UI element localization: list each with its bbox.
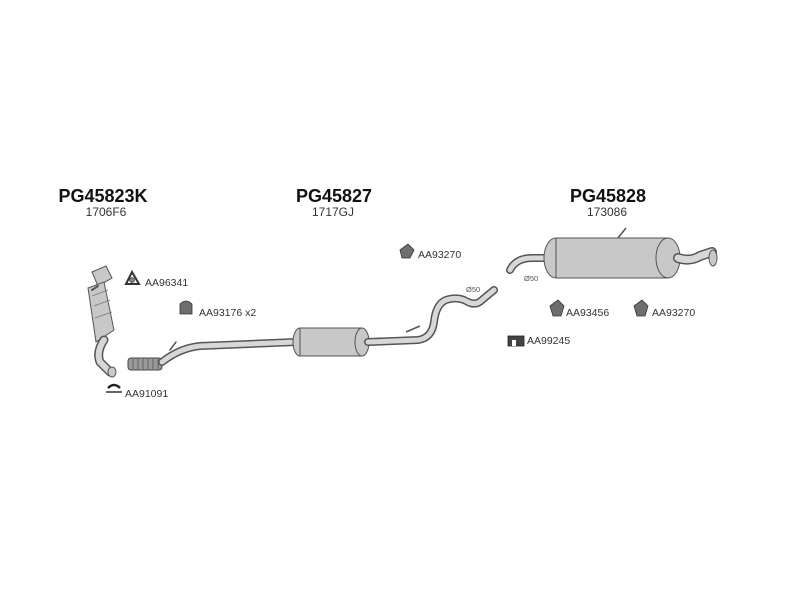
group-front-ref: 1706F6 (86, 205, 127, 219)
part-code-aa96341[interactable]: AA96341 (145, 277, 188, 289)
group-rear-ref: 173086 (587, 205, 627, 219)
bracket-icon (507, 335, 525, 347)
group-front-code: PG45823K (58, 186, 147, 206)
part-code-aa93176[interactable]: AA93176 x2 (199, 307, 256, 319)
clamp-icon (106, 383, 122, 393)
rubber-hanger-icon (633, 299, 649, 317)
bolt-kit-icon (179, 300, 193, 315)
group-middle-ref: 1717GJ (312, 205, 354, 219)
part-code-aa93270-rear[interactable]: AA93270 (652, 307, 695, 319)
part-code-aa91091[interactable]: AA91091 (125, 388, 168, 400)
gasket-ring-icon (124, 269, 141, 285)
rear-inlet-diameter: Ø50 (524, 274, 538, 283)
part-code-aa99245[interactable]: AA99245 (527, 335, 570, 347)
rear-silencer (506, 227, 718, 279)
middle-pipe (364, 286, 498, 346)
part-code-aa93270-middle[interactable]: AA93270 (418, 249, 461, 261)
part-code-aa93456[interactable]: AA93456 (566, 307, 609, 319)
front-pipe (127, 338, 300, 371)
group-middle-code: PG45827 (296, 186, 372, 206)
rubber-hanger-icon (399, 243, 415, 259)
catalytic-converter (87, 265, 117, 378)
middle-outlet-diameter: Ø50 (466, 285, 480, 294)
group-rear-code: PG45828 (570, 186, 646, 206)
middle-silencer (292, 327, 370, 357)
rubber-hanger-icon (549, 299, 565, 317)
